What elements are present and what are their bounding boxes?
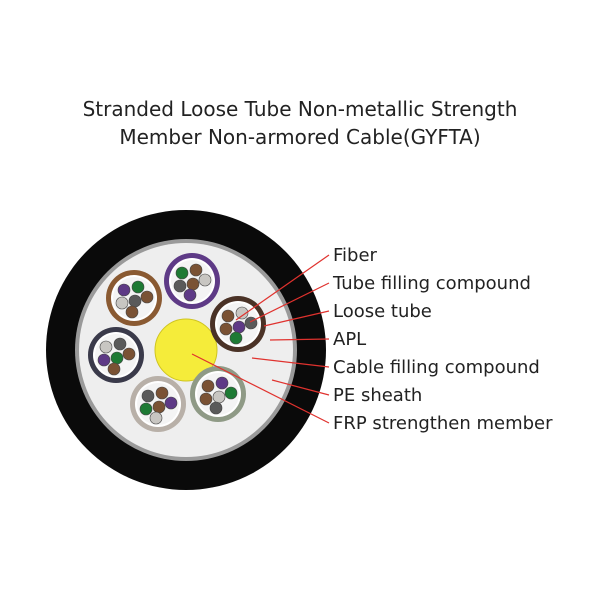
component-label: PE sheath [333,385,422,406]
fiber [221,309,235,323]
fiber [141,389,155,403]
component-label: Cable filling compound [333,357,540,378]
frp-strength-member [154,318,218,382]
fiber [117,283,131,297]
fiber [164,396,178,410]
fiber [139,402,153,416]
diagram-title-line2: Member Non-armored Cable(GYFTA) [119,125,481,149]
fiber [99,340,113,354]
fiber [110,351,124,365]
leader-line [271,379,330,396]
fiber [212,390,226,404]
fiber [199,392,213,406]
leader-line [249,282,330,323]
leader-line [251,357,330,368]
fiber [115,296,129,310]
fiber [189,263,203,277]
fiber [186,277,200,291]
component-label: Tube filling compound [332,273,531,294]
fiber [155,386,169,400]
fiber [209,401,223,415]
fiber [219,322,233,336]
component-label: Loose tube [333,301,432,322]
fiber [183,288,197,302]
fiber [232,320,246,334]
fiber [198,273,212,287]
diagram-title-line1: Stranded Loose Tube Non-metallic Strengt… [82,97,518,121]
leader-line [263,310,330,327]
fiber [175,266,189,280]
component-label: FRP strengthen member [333,413,553,434]
fiber [152,400,166,414]
component-label: Fiber [333,245,378,266]
fiber [235,306,249,320]
fiber [140,290,154,304]
fiber [113,337,127,351]
leader-line [235,254,330,321]
fiber [201,379,215,393]
fiber [122,347,136,361]
fiber [173,279,187,293]
fiber [229,331,243,345]
leader-line [191,353,330,424]
component-label: APL [333,329,366,350]
fiber [224,386,238,400]
fiber [215,376,229,390]
fiber [125,305,139,319]
fiber [107,362,121,376]
fiber [128,294,142,308]
fiber [131,280,145,294]
fiber [97,353,111,367]
fiber [149,411,163,425]
leader-line [269,338,330,341]
